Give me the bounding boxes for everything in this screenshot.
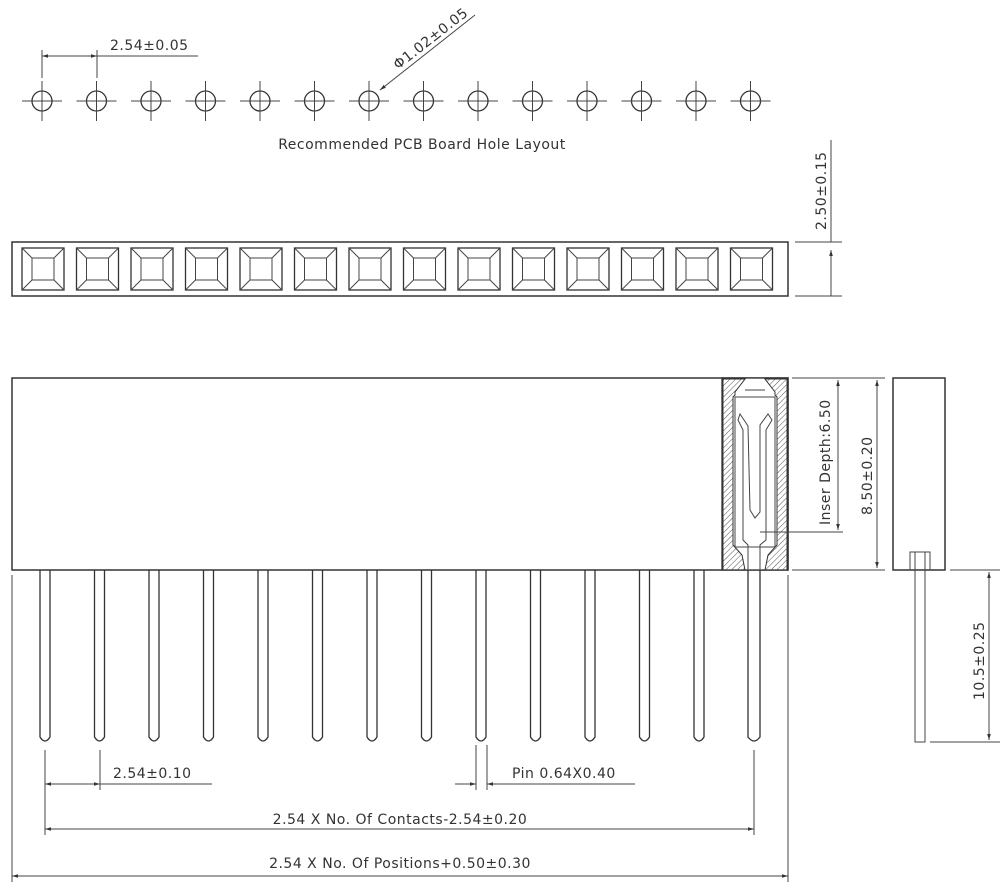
pin xyxy=(148,570,160,742)
width-dimension: 2.50±0.15 xyxy=(795,140,842,297)
pcb-hole xyxy=(294,81,335,121)
top-view-body xyxy=(11,241,789,297)
socket-opening xyxy=(21,247,65,291)
top-view-sockets xyxy=(21,247,774,291)
pin-length-label: 10.5±0.25 xyxy=(972,621,988,700)
pin xyxy=(202,570,215,742)
pin xyxy=(747,570,761,742)
socket-opening xyxy=(130,247,174,291)
pcb-hole xyxy=(458,81,498,121)
pcb-hole xyxy=(240,81,280,121)
pin xyxy=(257,570,269,742)
socket-opening xyxy=(511,247,556,291)
contacts-length-label: 2.54 X No. Of Contacts-2.54±0.20 xyxy=(273,812,528,828)
side-view-body xyxy=(11,377,789,571)
height-dimension: 8.50±0.20 xyxy=(792,380,885,571)
socket-opening xyxy=(348,247,392,291)
contacts-length-dimension: 2.54 X No. Of Contacts-2.54±0.20 xyxy=(45,750,755,835)
pin xyxy=(39,570,51,742)
pin xyxy=(693,570,705,742)
pin xyxy=(93,570,106,742)
pin-size-dimension: Pin 0.64X0.40 xyxy=(455,745,635,790)
pcb-hole xyxy=(403,81,444,121)
pin xyxy=(475,570,487,742)
height-label: 8.50±0.20 xyxy=(860,436,876,515)
pcb-hole xyxy=(730,81,771,121)
side-profile-view xyxy=(892,377,946,743)
pcb-hole xyxy=(131,81,171,121)
hole-layout-caption: Recommended PCB Board Hole Layout xyxy=(278,137,566,153)
pin-length-dimension: 10.5±0.25 xyxy=(930,569,1000,743)
pcb-hole xyxy=(512,81,553,121)
socket-opening xyxy=(184,247,229,291)
hole-diameter-label: Φ1.02±0.05 xyxy=(391,5,472,73)
pin xyxy=(420,570,433,742)
overall-length-dimension: 2.54 X No. Of Positions+0.50±0.30 xyxy=(11,575,789,882)
socket-opening xyxy=(620,247,665,291)
socket-opening xyxy=(239,247,283,291)
cross-section xyxy=(721,377,789,571)
insert-depth-label: Inser Depth:6.50 xyxy=(818,399,834,525)
pcb-hole xyxy=(567,81,607,121)
pcb-hole xyxy=(676,81,716,121)
pcb-hole xyxy=(621,81,662,121)
side-view-pins xyxy=(39,570,761,742)
pin xyxy=(529,570,542,742)
hole-diameter-dimension: Φ1.02±0.05 xyxy=(379,5,476,91)
socket-opening xyxy=(75,247,120,291)
socket-opening xyxy=(402,247,447,291)
pin xyxy=(638,570,651,742)
width-label: 2.50±0.15 xyxy=(814,151,830,230)
socket-opening xyxy=(566,247,610,291)
socket-opening xyxy=(457,247,501,291)
hole-pitch-label: 2.54±0.05 xyxy=(110,38,189,54)
pcb-hole-layout xyxy=(22,81,771,121)
pin-pitch-dimension: 2.54±0.10 xyxy=(44,750,212,835)
insert-depth-dimension: Inser Depth:6.50 xyxy=(760,377,885,533)
socket-opening xyxy=(675,247,719,291)
pin-pitch-label: 2.54±0.10 xyxy=(113,766,192,782)
pcb-hole xyxy=(185,81,226,121)
hole-pitch-dimension: 2.54±0.05 xyxy=(41,38,198,78)
pin xyxy=(366,570,378,742)
pin-size-label: Pin 0.64X0.40 xyxy=(512,766,616,782)
overall-length-label: 2.54 X No. Of Positions+0.50±0.30 xyxy=(269,856,531,872)
pin xyxy=(584,570,596,742)
pcb-hole xyxy=(22,81,62,121)
pcb-hole xyxy=(76,81,117,121)
pcb-hole xyxy=(349,81,389,121)
pin xyxy=(311,570,324,742)
socket-opening xyxy=(293,247,338,291)
socket-opening xyxy=(729,247,774,291)
